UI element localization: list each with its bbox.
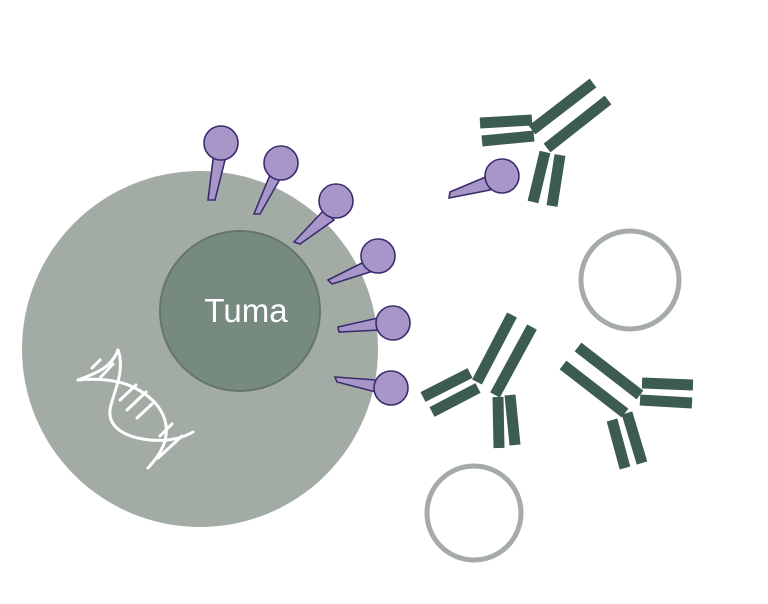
antigen-6 [333, 370, 409, 406]
antibody-bottom-left [420, 312, 537, 449]
antibody-top [479, 78, 612, 207]
empty-vesicle-1 [578, 228, 682, 332]
free-antigen [448, 158, 520, 200]
nucleus-label: Tuma [204, 292, 288, 329]
nucleus [159, 230, 321, 392]
antibody-bottom-right [559, 342, 694, 470]
antigen-2 [252, 145, 299, 215]
antigens [203, 125, 520, 406]
antigen-3 [292, 183, 354, 245]
antigen-5 [337, 305, 411, 341]
empty-vesicle-2 [424, 463, 524, 563]
dna-icon [76, 348, 195, 470]
antigen-4 [326, 238, 396, 285]
antigen-1 [203, 125, 239, 201]
